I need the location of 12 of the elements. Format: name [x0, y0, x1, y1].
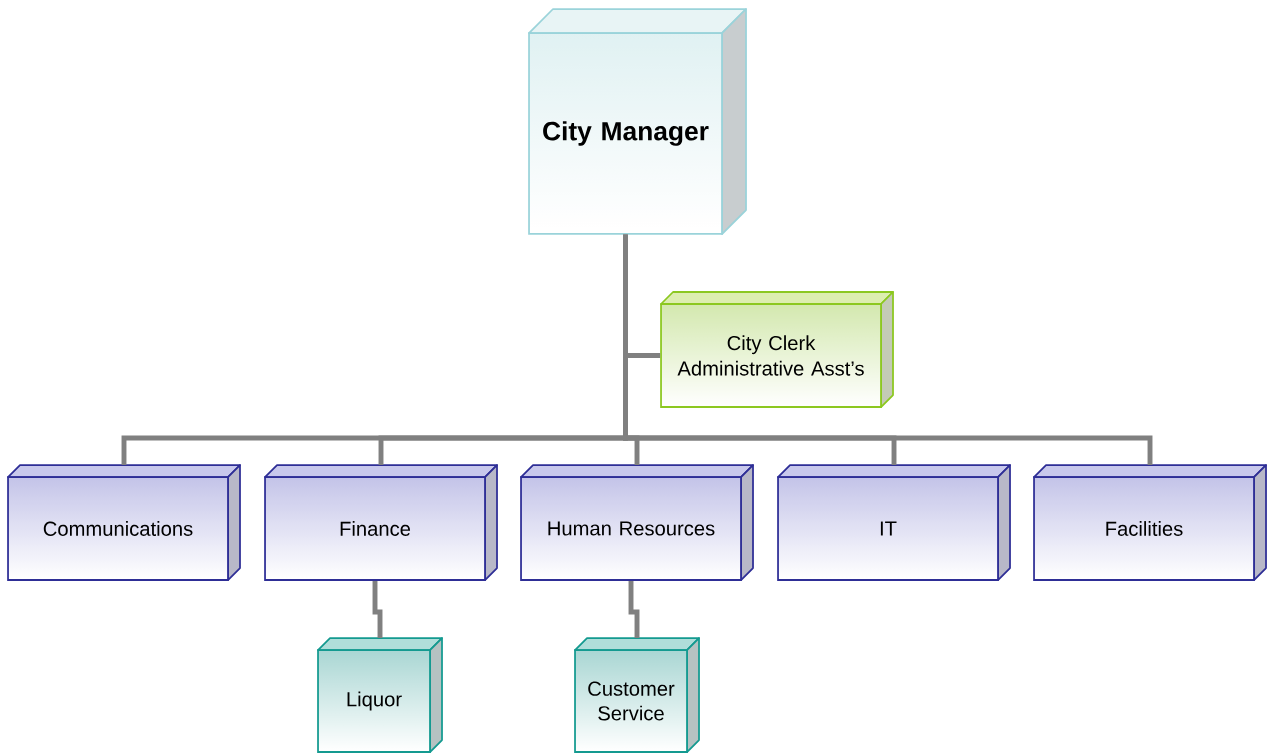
org-box: Finance	[264, 464, 498, 581]
connector-line	[372, 580, 383, 638]
org-box: Facilities	[1033, 464, 1267, 581]
org-box: Liquor	[317, 637, 443, 753]
org-box: City Manager	[528, 8, 747, 235]
org-box: IT	[777, 464, 1011, 581]
connector-line	[628, 580, 640, 638]
org-box: Customer Service	[574, 637, 700, 753]
org-box: City Clerk Administrative Asst’s	[660, 291, 894, 408]
org-box: Human Resources	[520, 464, 754, 581]
org-box: Communications	[7, 464, 241, 581]
connector-line	[623, 234, 1153, 465]
